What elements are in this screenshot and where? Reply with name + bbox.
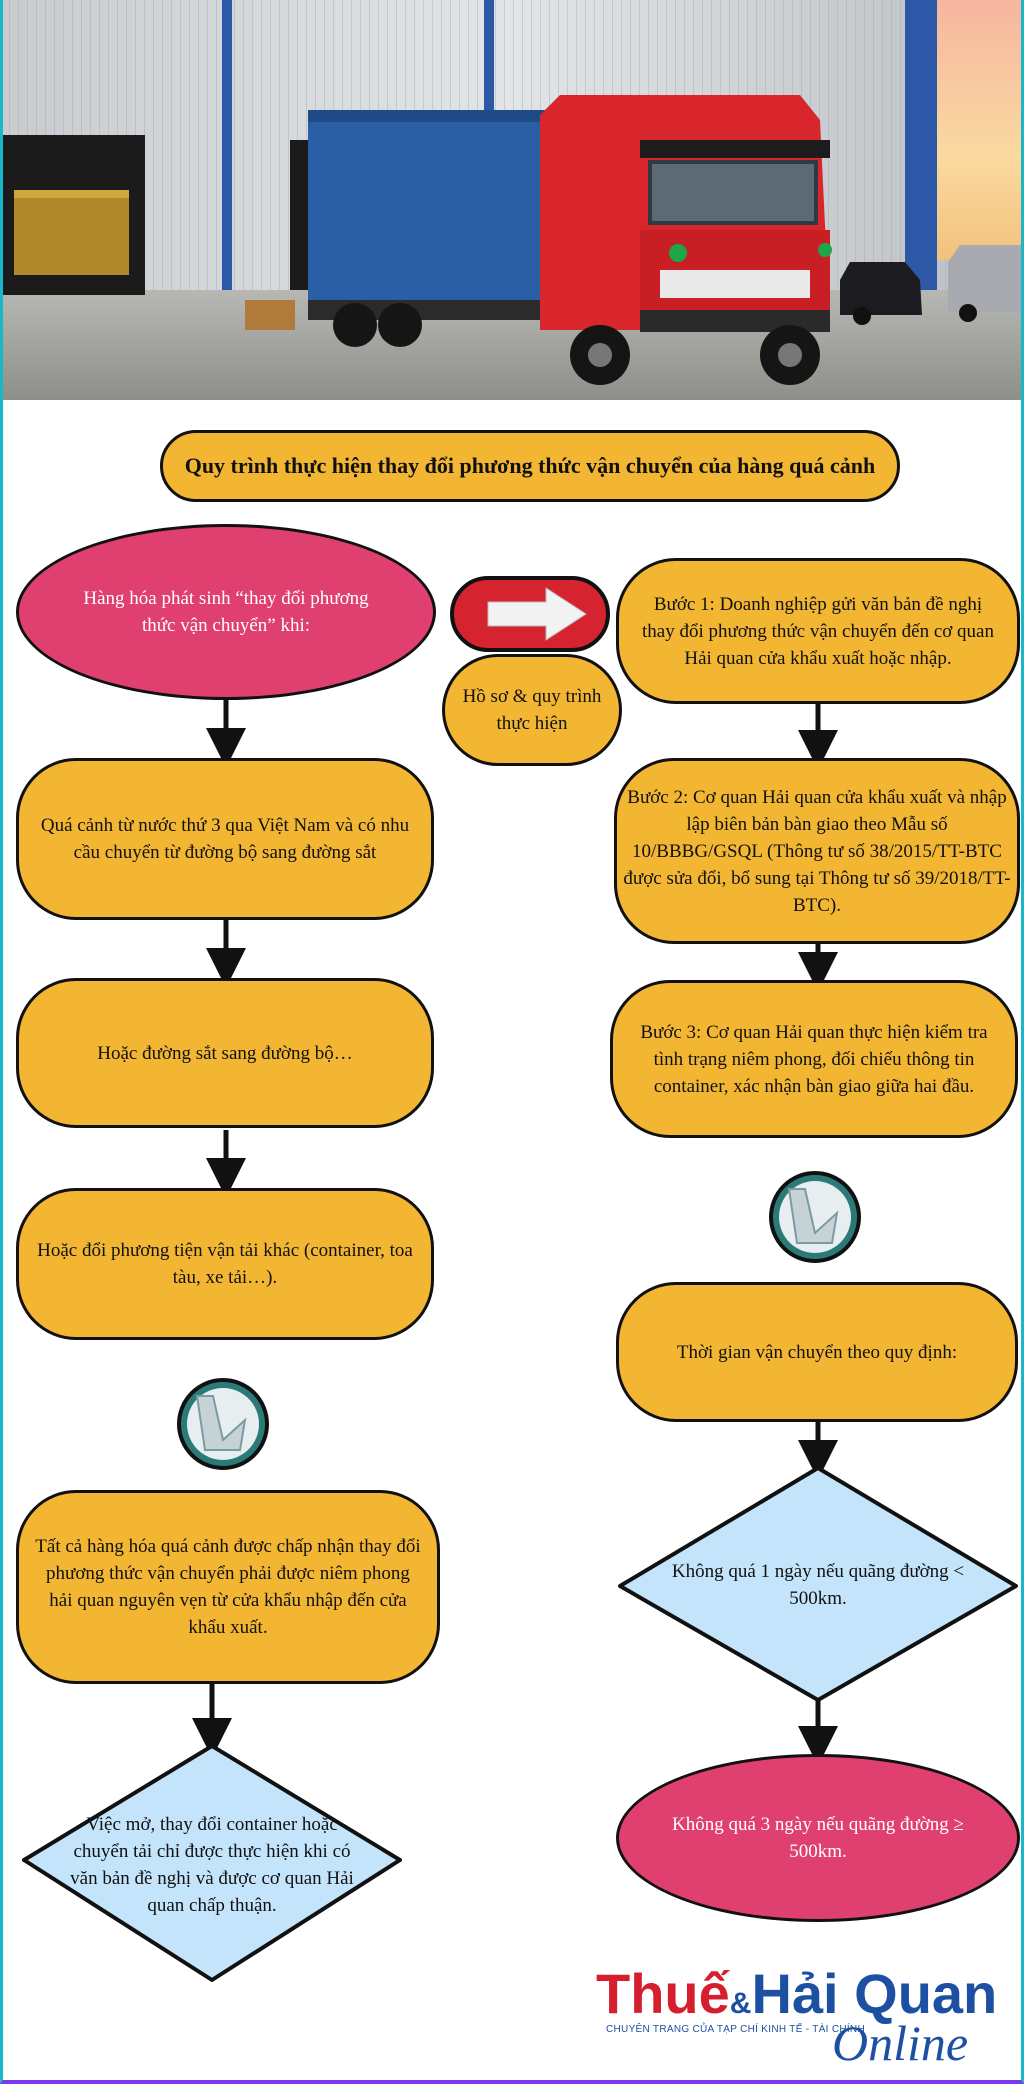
case1-box: Quá cảnh từ nước thứ 3 qua Việt Nam và c…	[16, 758, 434, 920]
logo-online: Online	[832, 2015, 969, 2071]
time-short-text: Không quá 1 ngày nếu quãng đường < 500km…	[671, 1561, 965, 1609]
diamond-shape-open-rule	[22, 1744, 402, 1982]
case3-box: Hoặc đổi phương tiện vận tải khác (conta…	[16, 1188, 434, 1340]
logo-tagline: CHUYÊN TRANG CỦA TẠP CHÍ KINH TẾ - TÀI C…	[606, 2024, 865, 2035]
open-rule-text: Việc mở, thay đổi container hoặc chuyển …	[70, 1814, 354, 1916]
step3-box: Bước 3: Cơ quan Hải quan thực hiện kiểm …	[610, 980, 1018, 1138]
logo-wordmark: Thuế&Hải Quan	[596, 1962, 998, 2025]
seal-icon-left	[177, 1378, 269, 1470]
start-ellipse: Hàng hóa phát sinh “thay đổi phương thức…	[16, 524, 436, 700]
brand-logo: Thuế&Hải Quan CHUYÊN TRANG CỦA TẠP CHÍ K…	[592, 1962, 1012, 2072]
diamond-shape-time-short	[618, 1466, 1018, 1702]
right-arrow-icon	[450, 576, 610, 652]
step2-box: Bước 2: Cơ quan Hải quan cửa khẩu xuất v…	[614, 758, 1020, 944]
seal-icon-right	[769, 1171, 861, 1263]
time-rule-box: Thời gian vận chuyển theo quy định:	[616, 1282, 1018, 1422]
case2-box: Hoặc đường sắt sang đường bộ…	[16, 978, 434, 1128]
page-title: Quy trình thực hiện thay đổi phương thức…	[160, 430, 900, 502]
step1-box: Bước 1: Doanh nghiệp gửi văn bản đề nghị…	[616, 558, 1020, 704]
docs-process-label: Hồ sơ & quy trình thực hiện	[442, 654, 622, 766]
hero-truck-photo	[0, 0, 1024, 400]
seal-rule-box: Tất cả hàng hóa quá cảnh được chấp nhận …	[16, 1490, 440, 1684]
time-long-ellipse: Không quá 3 ngày nếu quãng đường ≥ 500km…	[616, 1754, 1020, 1922]
